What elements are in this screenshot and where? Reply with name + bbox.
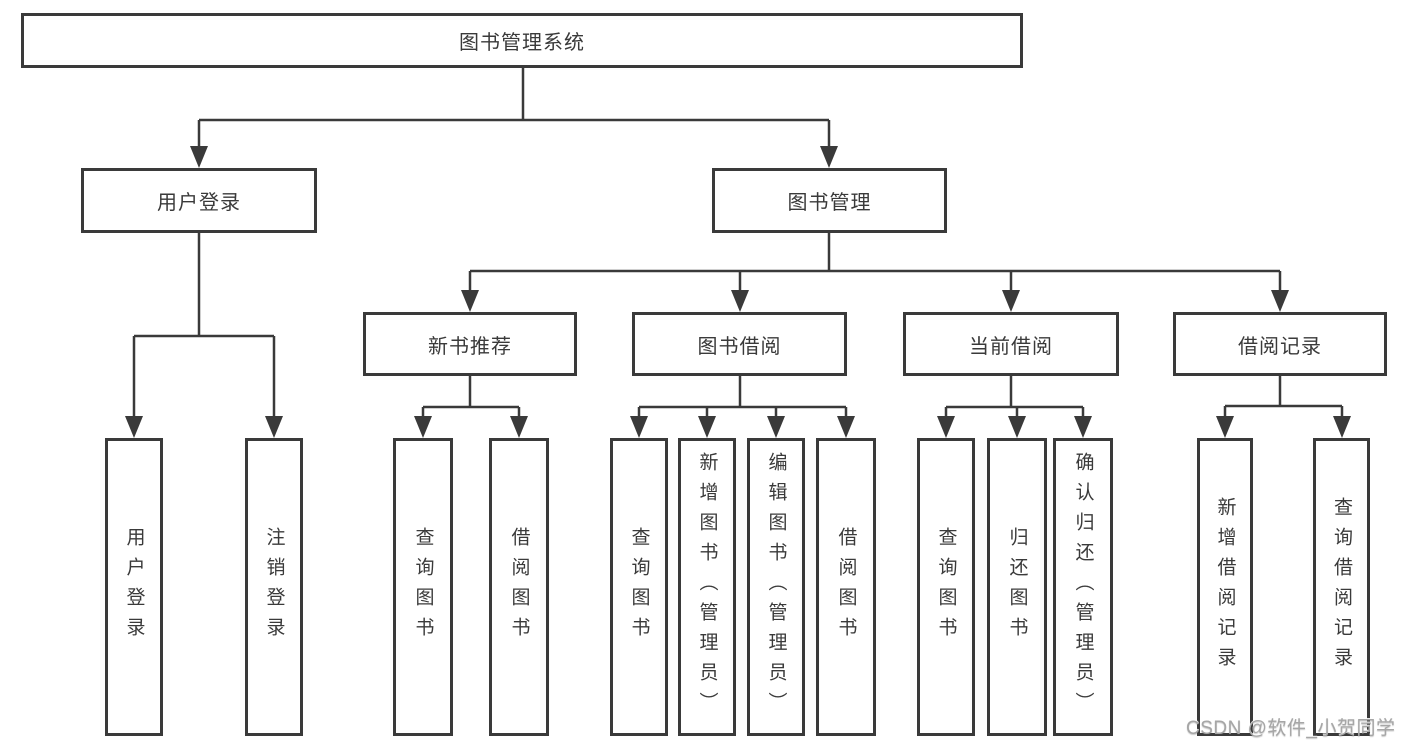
leaf-edit-books-admin: 编辑图书（管理员） [747, 438, 805, 736]
leaf-query-books-newbook: 查询图书 [393, 438, 453, 736]
node-user-login: 用户登录 [81, 168, 317, 233]
leaf-query-books-current: 查询图书 [917, 438, 975, 736]
node-current-borrowing: 当前借阅 [903, 312, 1119, 376]
node-root-label: 图书管理系统 [459, 32, 585, 54]
node-book-borrowing-label: 图书借阅 [697, 335, 782, 358]
leaf-query-borrow-record: 查询借阅记录 [1313, 438, 1370, 736]
leaf-logout-login: 注销登录 [245, 438, 303, 736]
arrowheads [125, 146, 1351, 438]
node-new-book-recommendation: 新书推荐 [363, 312, 577, 376]
node-book-management-label: 图书管理 [787, 192, 872, 214]
leaf-return-books-label: 归还图书 [1006, 527, 1028, 647]
leaf-add-borrow-record-label: 新增借阅记录 [1214, 497, 1236, 677]
leaf-edit-books-admin-label: 编辑图书（管理员） [765, 452, 787, 722]
leaf-add-books-admin: 新增图书（管理员） [678, 438, 736, 736]
node-new-book-recommendation-label: 新书推荐 [428, 335, 512, 358]
connector-shafts [132, 68, 1344, 420]
leaf-confirm-return-admin-label: 确认归还（管理员） [1072, 452, 1094, 722]
node-book-management: 图书管理 [712, 168, 947, 233]
leaf-return-books: 归还图书 [987, 438, 1047, 736]
leaf-user-login-label: 用户登录 [123, 527, 145, 647]
leaf-add-books-admin-label: 新增图书（管理员） [696, 452, 718, 722]
leaf-confirm-return-admin: 确认归还（管理员） [1053, 438, 1113, 736]
leaf-logout-login-label: 注销登录 [263, 527, 285, 647]
node-root: 图书管理系统 [21, 13, 1023, 68]
leaf-query-books-borrowing: 查询图书 [610, 438, 668, 736]
node-borrowing-records: 借阅记录 [1173, 312, 1387, 376]
leaf-borrow-books-borrowing-label: 借阅图书 [835, 527, 857, 647]
leaf-user-login: 用户登录 [105, 438, 163, 736]
node-current-borrowing-label: 当前借阅 [969, 335, 1053, 358]
leaf-query-books-newbook-label: 查询图书 [412, 527, 434, 647]
node-user-login-label: 用户登录 [157, 192, 241, 214]
node-book-borrowing: 图书借阅 [632, 312, 847, 376]
node-borrowing-records-label: 借阅记录 [1238, 335, 1322, 358]
leaf-borrow-books-newbook-label: 借阅图书 [508, 527, 530, 647]
leaf-borrow-books-newbook: 借阅图书 [489, 438, 549, 736]
leaf-query-books-current-label: 查询图书 [935, 527, 957, 647]
leaf-borrow-books-borrowing: 借阅图书 [816, 438, 876, 736]
leaf-query-borrow-record-label: 查询借阅记录 [1331, 497, 1352, 677]
watermark: CSDN @软件_小贺同学 [1186, 718, 1396, 739]
leaf-add-borrow-record: 新增借阅记录 [1197, 438, 1253, 736]
leaf-query-books-borrowing-label: 查询图书 [628, 527, 650, 647]
